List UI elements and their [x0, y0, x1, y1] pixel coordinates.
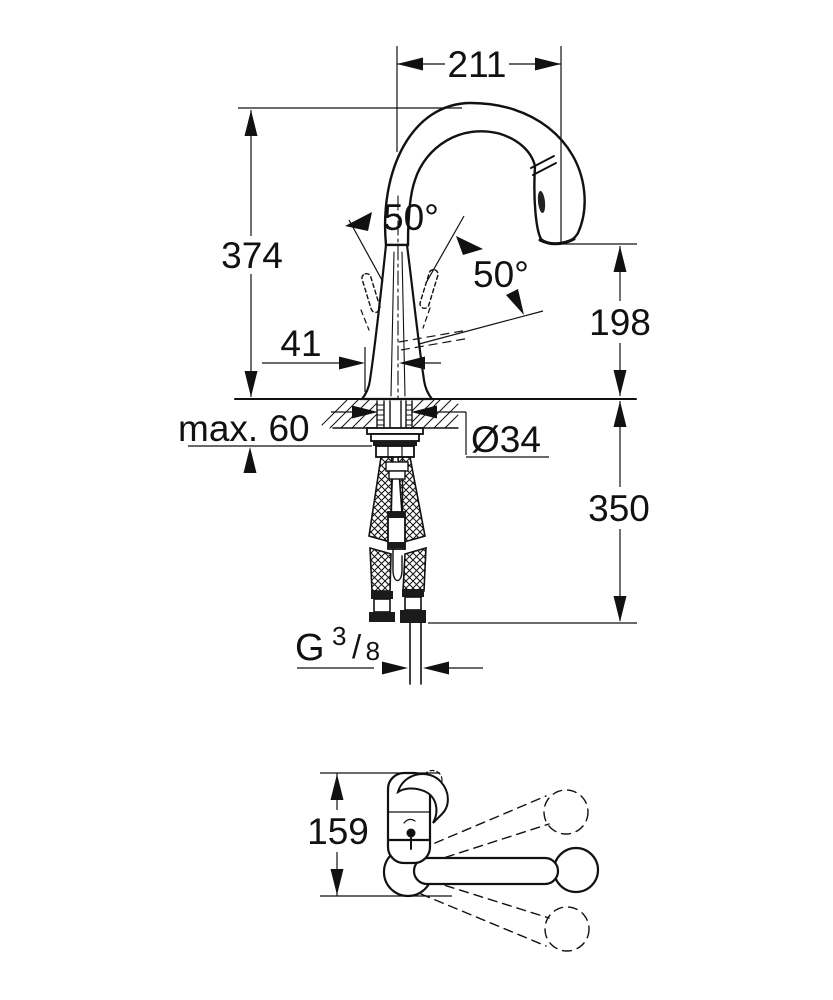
dim-label-max-thickness: max. 60: [178, 408, 310, 449]
arrow-left: [397, 57, 423, 71]
arrow-down: [244, 371, 258, 397]
dim-label-outlet-height: 198: [589, 302, 651, 343]
spray-head-button: [537, 191, 546, 213]
handle-top-view: [396, 773, 449, 824]
dim-label-total-height: 374: [221, 235, 283, 276]
spout-end-ball: [552, 846, 600, 894]
arrow-down: [613, 596, 627, 622]
dim-label-spout-reach: 211: [448, 44, 507, 85]
swivel-range-dashed: [420, 789, 590, 952]
dim-total-height: 374: [221, 107, 462, 397]
arrow-up: [244, 110, 258, 136]
spray-hose-tail: [409, 622, 422, 685]
lever-position-right: [419, 268, 439, 310]
arrow-left: [423, 661, 449, 675]
arrow-left: [399, 356, 425, 370]
spray-head-joint-line: [530, 155, 557, 176]
dim-spout-reach: 211: [396, 44, 562, 243]
top-view: [382, 769, 600, 952]
dim-max-thickness: max. 60: [178, 408, 372, 473]
dim-label-spray-angle: 50°: [473, 254, 529, 295]
arrow-right: [382, 661, 408, 675]
arrow-down: [613, 370, 627, 396]
arrow-up: [613, 401, 627, 427]
arrow-up: [330, 774, 344, 800]
pullout-hose: [385, 456, 409, 582]
dimensions-front: 211 374 50° 50° 41: [178, 44, 651, 675]
body-logo-mark: [403, 818, 416, 824]
lever-position-left: [361, 272, 381, 314]
arrow-left: [411, 405, 437, 419]
dim-outlet-height: 198: [556, 243, 651, 396]
dim-swivel-depth: 159: [307, 772, 452, 897]
mounting-hardware: [366, 427, 424, 458]
arrow-up: [613, 246, 627, 272]
dim-hole-diameter: Ø34: [331, 405, 549, 460]
arrow-right: [339, 356, 365, 370]
hose-right-lower: [402, 546, 427, 592]
thread-denominator: 8: [366, 636, 380, 666]
lever-motion-dashes: [360, 307, 431, 331]
arrow-right: [535, 57, 561, 71]
dim-lever-angle: 50°: [345, 197, 483, 284]
body-lever-pivot: [406, 828, 416, 838]
dim-label-lever-angle: 50°: [383, 197, 439, 238]
thread-numerator: 3: [332, 621, 346, 651]
arrow-angle: [506, 289, 524, 315]
mounting-shank: [376, 400, 413, 429]
dim-label-hose-length: 350: [588, 488, 650, 529]
dim-lever-offset: 41: [262, 323, 441, 392]
arrow-up: [243, 447, 257, 473]
arrow-arc-left: [345, 212, 372, 231]
arrow-down: [330, 869, 344, 895]
dim-thread: G 3 / 8: [295, 621, 483, 675]
dim-label-swivel-depth: 159: [307, 811, 369, 852]
dim-label-thread: G 3 / 8: [295, 621, 380, 669]
thread-slash: /: [352, 628, 362, 665]
hose-connectors: [369, 589, 426, 623]
dim-label-hole-diameter: Ø34: [471, 419, 541, 460]
dim-spray-angle: 50°: [398, 254, 544, 351]
spout-arm: [412, 856, 560, 886]
arrow-right: [352, 405, 378, 419]
hose-left-lower: [369, 546, 392, 592]
dim-hose-length: 350: [428, 401, 650, 624]
body-inner-tube-lines: [390, 251, 406, 397]
thread-prefix: G: [295, 627, 325, 669]
dim-label-lever-offset: 41: [280, 323, 321, 364]
arrow-arc-right: [456, 236, 483, 255]
